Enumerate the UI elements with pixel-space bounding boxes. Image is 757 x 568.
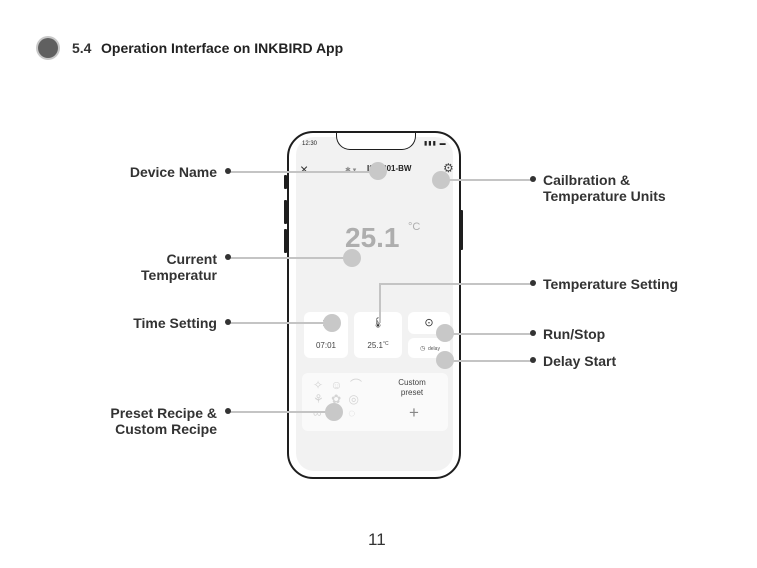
- status-icons: ▮▮▮ ▬: [424, 140, 447, 147]
- section-bullet: [38, 38, 58, 58]
- timer-value: 07:01: [304, 341, 348, 350]
- callout-dot-preset-recipe: [225, 408, 231, 414]
- plus-icon[interactable]: +: [409, 403, 419, 423]
- label-current-temperature: Current Temperatur: [80, 251, 217, 283]
- clock-icon: ◷: [420, 345, 425, 352]
- hotspot-calibration: [432, 171, 450, 189]
- phone-volume-down-button: [284, 229, 287, 253]
- label-time-setting: Time Setting: [80, 315, 217, 331]
- hotspot-device-name: [369, 162, 387, 180]
- delay-label: delay: [428, 346, 440, 352]
- bluetooth-icon: ✱ ▾: [345, 166, 356, 174]
- section-title: Operation Interface on INKBIRD App: [101, 40, 343, 56]
- temperature-setting-card[interactable]: 🌡 25.1°C: [354, 312, 402, 358]
- status-time: 12:30: [302, 141, 317, 147]
- phone-power-button: [460, 210, 463, 250]
- close-icon[interactable]: ×: [300, 162, 308, 176]
- label-delay-start: Delay Start: [543, 353, 616, 369]
- hotspot-run-stop: [436, 324, 454, 342]
- callout-line-run-stop: [447, 333, 533, 335]
- hotspot-time-setting: [323, 314, 341, 332]
- custom-preset-label[interactable]: Custom preset: [388, 378, 436, 398]
- phone-volume-up-button: [284, 200, 287, 224]
- callout-line-temperature-setting: [379, 283, 533, 285]
- callout-line-delay-start: [446, 360, 533, 362]
- callout-line-device-name: [228, 171, 378, 173]
- label-calibration: Cailbration & Temperature Units: [543, 172, 666, 204]
- callout-line-preset-recipe: [228, 411, 334, 413]
- label-run-stop: Run/Stop: [543, 326, 605, 342]
- hotspot-current-temperature: [343, 249, 361, 267]
- thermometer-icon: 🌡: [354, 318, 402, 329]
- phone-notch: [336, 133, 416, 150]
- callout-dot-calibration: [530, 176, 536, 182]
- phone-side-button: [284, 175, 287, 189]
- callout-line-temperature-setting-vertical: [379, 283, 381, 323]
- callout-dot-delay-start: [530, 357, 536, 363]
- callout-dot-run-stop: [530, 330, 536, 336]
- temperature-unit: °C: [408, 221, 420, 233]
- callout-line-calibration: [441, 179, 533, 181]
- callout-line-time-setting: [228, 322, 332, 324]
- section-number: 5.4: [72, 40, 91, 56]
- callout-dot-time-setting: [225, 319, 231, 325]
- hotspot-preset-recipe: [325, 403, 343, 421]
- callout-dot-current-temperature: [225, 254, 231, 260]
- callout-line-current-temperature: [228, 257, 352, 259]
- callout-dot-device-name: [225, 168, 231, 174]
- callout-dot-temperature-setting: [530, 280, 536, 286]
- page-number: 11: [368, 530, 386, 550]
- temperature-setting-value: 25.1°C: [354, 341, 402, 350]
- label-temperature-setting: Temperature Setting: [543, 276, 678, 292]
- hotspot-delay-start: [436, 351, 454, 369]
- label-device-name: Device Name: [80, 164, 217, 180]
- label-preset-recipe: Preset Recipe & Custom Recipe: [80, 405, 217, 437]
